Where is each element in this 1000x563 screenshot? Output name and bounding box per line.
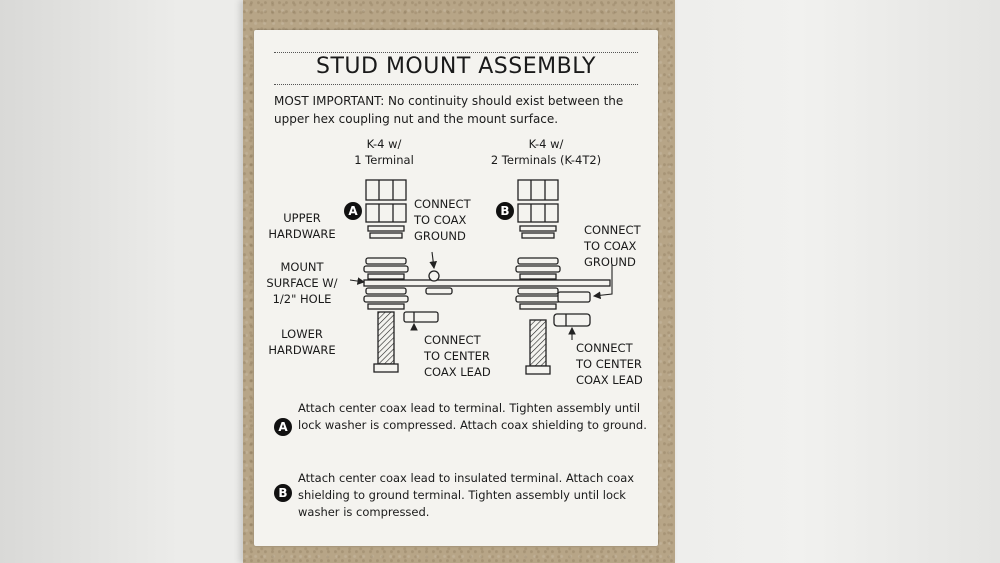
connect-center-a-label: CONNECT TO CENTER COAX LEAD (424, 333, 491, 379)
insulated-terminal-b (553, 313, 591, 327)
instruction-b-text: Attach center coax lead to insulated ter… (298, 471, 635, 519)
title-rule-bottom (274, 84, 638, 85)
variant-b-model: K-4 w/ (528, 137, 564, 151)
ground-terminal-b (557, 291, 591, 303)
page-title: STUD MOUNT ASSEMBLY (316, 54, 596, 79)
instruction-b-badge: B (274, 484, 292, 502)
instruction-a-text: Attach center coax lead to terminal. Tig… (298, 401, 647, 432)
assembly-diagram (349, 179, 613, 375)
upper-hardware-label: UPPER HARDWARE (268, 211, 336, 241)
variant-a-heading: K-4 w/ 1 Terminal (334, 136, 434, 168)
stud-b (529, 319, 547, 367)
terminal-a (403, 311, 439, 323)
lower-hardware-label: LOWER HARDWARE (268, 327, 336, 357)
hex-coupling-nut-a (365, 179, 407, 201)
connect-ground-b-label: CONNECT TO COAX GROUND (584, 223, 641, 269)
instruction-label: STUD MOUNT ASSEMBLY MOST IMPORTANT: No c… (254, 30, 658, 546)
variant-b-heading: K-4 w/ 2 Terminals (K-4T2) (476, 136, 616, 168)
assembly-b (515, 179, 591, 375)
mount-surface-label: MOUNT SURFACE W/ 1/2" HOLE (266, 260, 338, 306)
instruction-a-badge: A (274, 418, 292, 436)
connect-ground-a-label: CONNECT TO COAX GROUND (414, 197, 471, 243)
marker-a-badge: A (344, 202, 362, 220)
variant-b-terminals: 2 Terminals (K-4T2) (490, 153, 602, 167)
assembly-a (363, 179, 453, 373)
variant-a-model: K-4 w/ (366, 137, 402, 151)
connect-center-b-label: CONNECT TO CENTER COAX LEAD (576, 341, 643, 387)
marker-b-badge: B (496, 202, 514, 220)
title-rule-top (274, 52, 638, 53)
mount-surface-plate (363, 279, 611, 287)
variant-a-terminals: 1 Terminal (354, 153, 414, 167)
stud-a (377, 311, 395, 365)
intro-text: MOST IMPORTANT: No continuity should exi… (274, 94, 624, 126)
hex-coupling-nut-b (517, 179, 559, 201)
